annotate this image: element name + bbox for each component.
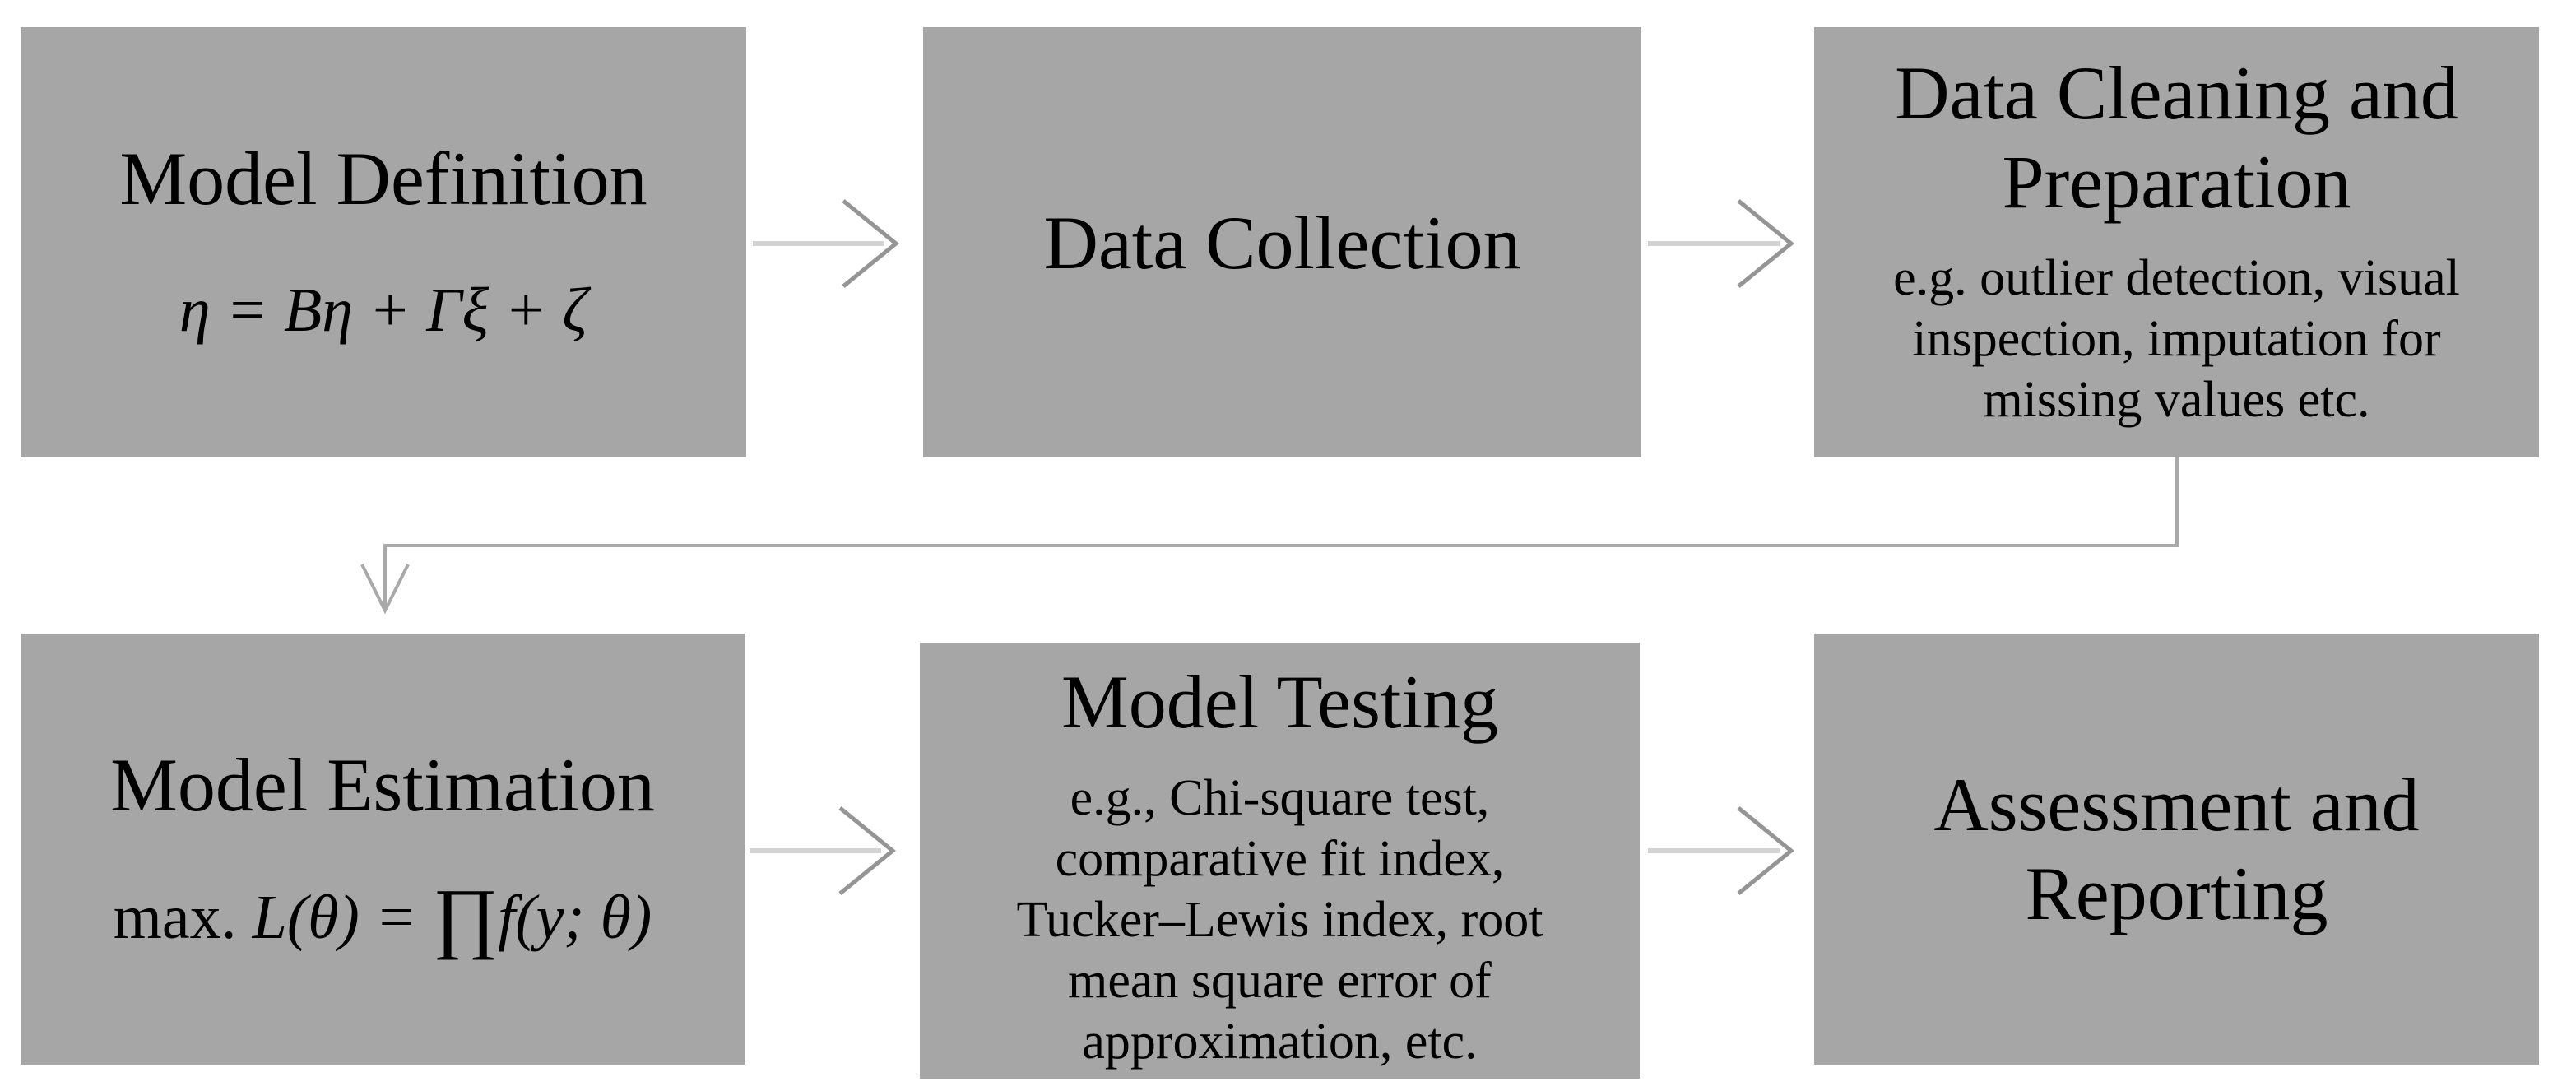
body-line: Tucker–Lewis index, root bbox=[1016, 892, 1543, 948]
box-data-collection: Data Collection bbox=[923, 27, 1641, 457]
title-line: Reporting bbox=[2025, 852, 2328, 935]
box-title: Model Testing bbox=[1061, 660, 1499, 744]
arrow-data-collection-to-data-cleaning bbox=[1648, 199, 1794, 288]
box-body: e.g. outlier detection, visual inspectio… bbox=[1893, 248, 2460, 430]
box-title: Data Cleaning and Preparation bbox=[1895, 49, 2458, 226]
title-line: Assessment and bbox=[1933, 763, 2420, 847]
body-line: approximation, etc. bbox=[1082, 1014, 1478, 1070]
elbow-path bbox=[383, 457, 2179, 607]
arrow-head-icon bbox=[1737, 806, 1794, 895]
box-body: e.g., Chi-square test, comparative fit i… bbox=[1016, 768, 1543, 1072]
box-model-estimation: Model Estimation max. L(θ) = ∏f(y; θ) bbox=[21, 634, 745, 1065]
formula-text: η = Bη + Γξ + ζ bbox=[179, 275, 588, 345]
arrow-head-icon bbox=[1737, 199, 1794, 288]
formula-prefix: max. bbox=[113, 882, 253, 952]
body-line: e.g., Chi-square test, bbox=[1070, 770, 1490, 826]
box-title: Assessment and Reporting bbox=[1933, 760, 2419, 938]
model-estimation-formula: max. L(θ) = ∏f(y; θ) bbox=[114, 875, 652, 959]
arrow-head-down-icon bbox=[360, 564, 410, 615]
formula-tail: f(y; θ) bbox=[498, 882, 652, 952]
box-title: Model Definition bbox=[119, 136, 647, 221]
arrow-head-icon bbox=[842, 199, 899, 288]
elbow-arrow-data-cleaning-to-model-estimation bbox=[360, 457, 2179, 615]
title-line: Data Cleaning and bbox=[1895, 51, 2458, 135]
model-definition-formula: η = Bη + Γξ + ζ bbox=[179, 269, 587, 351]
arrow-head-icon bbox=[838, 806, 896, 895]
formula-main: L(θ) = bbox=[252, 882, 434, 952]
arrow-model-testing-to-assessment bbox=[1648, 806, 1794, 895]
box-title: Data Collection bbox=[1043, 200, 1521, 285]
box-assessment-and-reporting: Assessment and Reporting bbox=[1814, 634, 2539, 1065]
body-line: comparative fit index, bbox=[1055, 831, 1505, 887]
arrow-model-definition-to-data-collection bbox=[753, 199, 899, 288]
title-line: Preparation bbox=[2002, 140, 2351, 224]
box-data-cleaning-and-preparation: Data Cleaning and Preparation e.g. outli… bbox=[1814, 27, 2539, 457]
body-line: mean square error of bbox=[1068, 953, 1492, 1009]
arrow-model-estimation-to-model-testing bbox=[750, 806, 896, 895]
body-line: inspection, imputation for bbox=[1912, 311, 2441, 367]
box-model-definition: Model Definition η = Bη + Γξ + ζ bbox=[21, 27, 746, 457]
body-line: e.g. outlier detection, visual bbox=[1893, 250, 2460, 306]
body-line: missing values etc. bbox=[1983, 372, 2370, 428]
box-model-testing: Model Testing e.g., Chi-square test, com… bbox=[920, 643, 1640, 1079]
product-operator: ∏ bbox=[433, 871, 499, 960]
box-title: Model Estimation bbox=[110, 742, 655, 827]
